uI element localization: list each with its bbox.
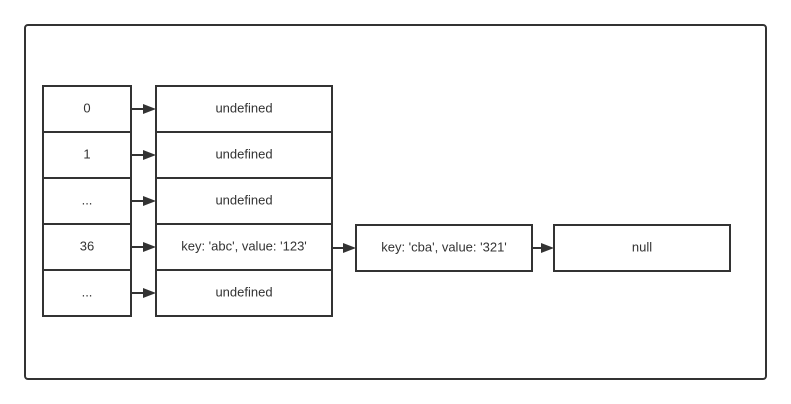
arrow-head-icon	[143, 104, 156, 114]
bucket-value-label: undefined	[215, 100, 272, 115]
bucket-index-cell	[42, 131, 132, 179]
bucket-row: 36 key: 'abc', value: '123'	[42, 223, 333, 271]
chain-node: null	[532, 224, 731, 272]
arrow-head-icon	[143, 150, 156, 160]
bucket-value-label: undefined	[215, 284, 272, 299]
arrow-head-icon	[343, 243, 356, 253]
bucket-index-label: ...	[82, 284, 93, 299]
bucket-index-cell	[42, 269, 132, 317]
bucket-index-label: ...	[82, 192, 93, 207]
chain-node-label: key: 'cba', value: '321'	[381, 239, 507, 254]
arrow-head-icon	[143, 196, 156, 206]
bucket-index-cell	[42, 85, 132, 133]
bucket-index-label: 1	[83, 146, 90, 161]
chain-node: key: 'cba', value: '321'	[332, 224, 533, 272]
bucket-row: 1 undefined	[42, 131, 333, 179]
bucket-row: ... undefined	[42, 177, 333, 225]
arrow-head-icon	[143, 242, 156, 252]
chain-node-cell	[355, 224, 533, 272]
bucket-index-label: 36	[80, 238, 94, 253]
bucket-row: 0 undefined	[42, 85, 333, 133]
bucket-index-label: 0	[83, 100, 90, 115]
bucket-value-cell	[155, 269, 333, 317]
chain-null-cell	[553, 224, 731, 272]
chain-null-label: null	[632, 239, 652, 254]
bucket-value-label: undefined	[215, 192, 272, 207]
arrow-head-icon	[541, 243, 554, 253]
bucket-index-cell	[42, 223, 132, 271]
bucket-value-label: undefined	[215, 146, 272, 161]
arrow-head-icon	[143, 288, 156, 298]
bucket-index-cell	[42, 177, 132, 225]
bucket-value-label: key: 'abc', value: '123'	[181, 238, 307, 253]
bucket-row: ... undefined	[42, 269, 333, 317]
